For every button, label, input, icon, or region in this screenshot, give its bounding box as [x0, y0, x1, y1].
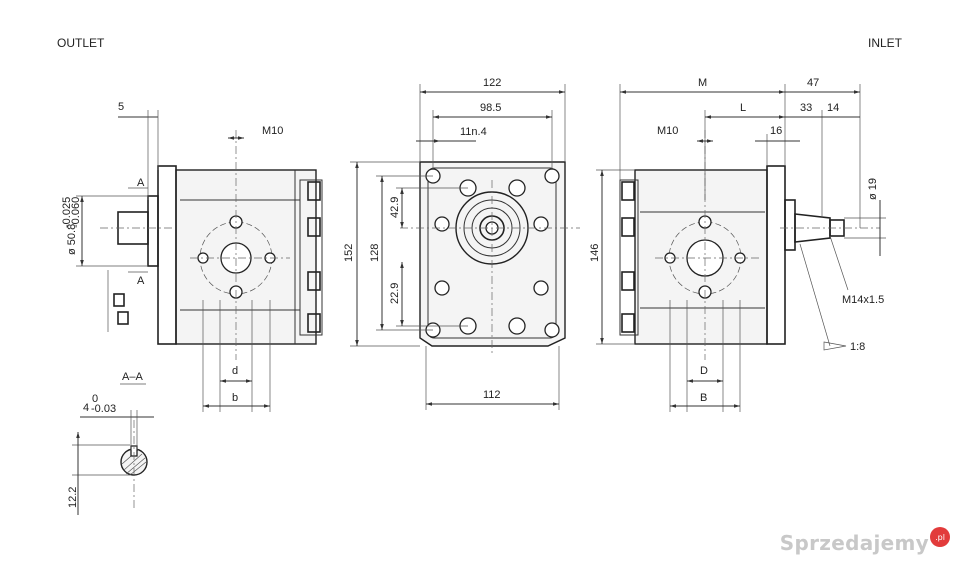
upper-offset-dim: 42.9: [389, 197, 401, 218]
watermark-badge: .pl: [930, 527, 950, 547]
pilot-tol-lower: -0.060: [70, 197, 82, 228]
watermark-text: Sprzedajemy: [779, 531, 929, 555]
dim-b: b: [232, 392, 238, 404]
section-mark-a-bottom: A: [137, 275, 145, 287]
outlet-side-view: M10 5 A A ø 50.8 -0.025 -0.060 d b: [61, 101, 323, 412]
overall-height-dim: 152: [343, 244, 355, 262]
dim-M: M: [698, 77, 707, 89]
inlet-side-view: M 47 L 33 14 M10 16 146 ø 19 M14x1.5 1:8: [589, 77, 886, 412]
pilot-tol-upper: -0.025: [61, 197, 73, 228]
outlet-thread-label: M10: [262, 125, 283, 137]
dim-D: D: [700, 365, 708, 377]
dim-14: 14: [827, 102, 839, 114]
bolt-span-dim: 98.5: [480, 102, 501, 114]
side-bolt-heads: [307, 181, 321, 333]
section-title: A–A: [122, 371, 143, 383]
dim-L: L: [740, 102, 746, 114]
key-tol-lower: -0.03: [91, 403, 116, 415]
inlet-height-dim: 146: [589, 244, 601, 262]
holes-dim: 11n.4: [460, 126, 487, 138]
lower-offset-dim: 22.9: [389, 283, 401, 304]
dim-33: 33: [800, 102, 812, 114]
dim-16: 16: [770, 125, 782, 137]
side-bolt-heads-inlet: [621, 181, 635, 333]
dim-47: 47: [807, 77, 819, 89]
flange-offset-dim: 5: [118, 101, 124, 113]
key-tol-upper: 0: [92, 393, 98, 405]
section-a-a: A–A 4 0 -0.03 12.2: [67, 371, 154, 515]
key-width-dim: 4: [83, 402, 89, 414]
shaft-diameter-dim: ø 19: [867, 178, 879, 200]
pilot-diameter-label: ø 50.8: [66, 224, 78, 255]
dim-d: d: [232, 365, 238, 377]
inlet-thread-label: M10: [657, 125, 678, 137]
key-height-dim: 12.2: [67, 487, 79, 508]
section-mark-a-top: A: [137, 177, 145, 189]
taper-label: 1:8: [850, 341, 865, 353]
inlet-title: INLET: [868, 36, 903, 50]
overall-width-dim: 122: [483, 77, 501, 89]
watermark-logo: Sprzedajemy .pl: [779, 527, 950, 555]
outlet-title: OUTLET: [57, 36, 105, 50]
front-view: 122 98.5 11n.4 152 128 42.9 22.9 112: [343, 77, 580, 410]
base-width-dim: 112: [483, 389, 501, 401]
bolt-height-dim: 128: [369, 244, 381, 262]
dim-B: B: [700, 392, 707, 404]
shaft-thread-label: M14x1.5: [842, 294, 884, 306]
